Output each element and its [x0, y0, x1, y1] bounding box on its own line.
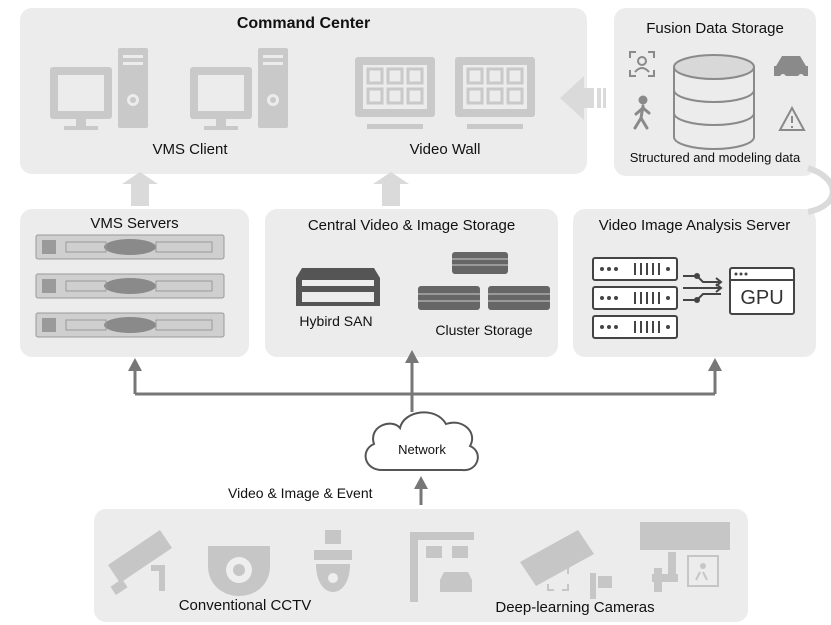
network-bus-lines	[133, 362, 717, 505]
network-cloud-icon	[364, 411, 479, 472]
cluster-storage-icon	[418, 252, 550, 310]
analysis-to-fusion-curve	[806, 165, 831, 215]
vms-to-wall-arrow	[373, 172, 409, 206]
network-label: Network	[398, 442, 446, 457]
fusion-storage-caption: Structured and modeling data	[629, 150, 801, 165]
network-arrowheads	[128, 350, 722, 489]
vms-to-client-arrow	[122, 172, 158, 206]
gpu-label: GPU	[740, 287, 784, 309]
conventional-cctv-label: Conventional CCTV	[178, 597, 312, 614]
face-recognition-icon	[629, 51, 655, 77]
warning-icon	[778, 105, 806, 131]
analysis-server-stack-icon	[592, 257, 678, 339]
rack-server-icon	[35, 234, 225, 338]
hybrid-san-label: Hybird SAN	[299, 313, 373, 329]
deep-learning-cameras-label: Deep-learning Cameras	[495, 599, 655, 616]
network-uplink-label: Video & Image & Event	[228, 485, 373, 501]
database-icon	[673, 54, 755, 150]
cluster-storage-label: Cluster Storage	[435, 322, 533, 338]
data-flow-arrows-icon	[683, 273, 723, 303]
vms-servers-title: VMS Servers	[90, 215, 179, 232]
vms-client-computer-icon	[190, 48, 288, 130]
gpu-icon	[729, 267, 795, 315]
bullet-cctv-camera-icon	[108, 530, 172, 596]
fusion-storage-title: Fusion Data Storage	[646, 20, 784, 37]
fusion-to-command-arrow	[560, 76, 606, 120]
analysis-server-title: Video Image Analysis Server	[598, 217, 791, 234]
car-icon	[774, 56, 808, 80]
ptz-camera-icon	[314, 530, 352, 592]
deep-learning-box-camera-icon	[640, 522, 730, 592]
vms-client-label: VMS Client	[152, 141, 228, 158]
lpr-camera-icon	[410, 532, 474, 602]
command-center-title: Command Center	[236, 15, 371, 32]
central-storage-title: Central Video & Image Storage	[307, 217, 516, 234]
dome-cctv-camera-icon	[208, 546, 270, 596]
pedestrian-icon	[633, 95, 651, 130]
video-wall-label: Video Wall	[409, 141, 481, 158]
video-wall-icon	[355, 57, 535, 129]
deep-learning-bullet-camera-icon	[520, 530, 612, 599]
hybrid-san-icon	[296, 268, 380, 306]
cameras-panel	[94, 509, 748, 622]
vms-client-computer-icon	[50, 48, 148, 130]
